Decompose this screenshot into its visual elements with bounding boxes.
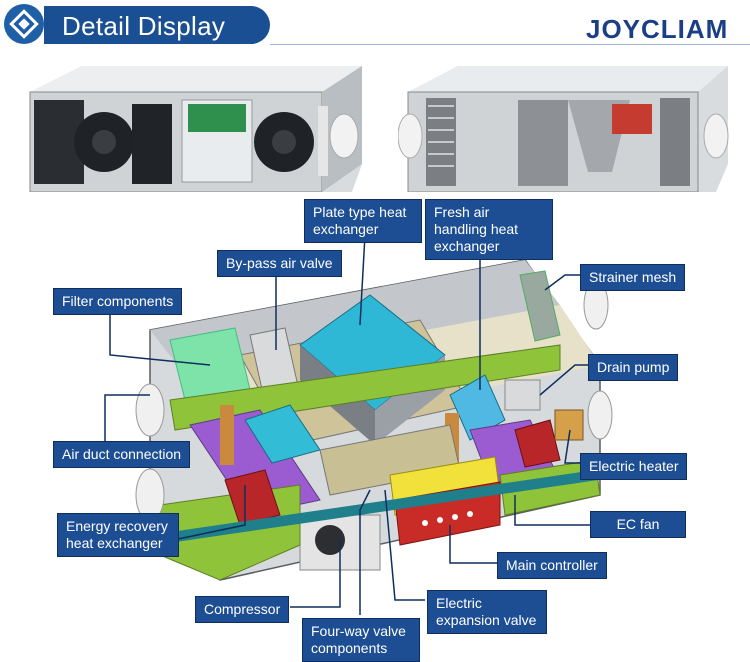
label-air-duct-connection: Air duct connection — [53, 441, 191, 468]
label-electric-expansion-valve: Electric expansion valve — [427, 590, 547, 634]
label-drain-pump: Drain pump — [588, 354, 679, 381]
label-strainer-mesh: Strainer mesh — [580, 264, 686, 291]
unit-photo-compressor-side — [22, 64, 362, 192]
label-plate-heat-exchanger: Plate type heat exchanger — [304, 199, 422, 243]
label-electric-heater: Electric heater — [580, 453, 688, 480]
brand-logo: JOYCLIAM — [586, 14, 729, 44]
label-energy-recovery-exchanger: Energy recovery heat exchanger — [57, 513, 179, 557]
diamond-logo-icon — [4, 4, 44, 44]
label-fresh-air-exchanger: Fresh air handling heat exchanger — [425, 199, 553, 260]
page-title: Detail Display — [62, 11, 226, 41]
unit-photo-exchanger-side — [398, 64, 738, 192]
label-main-controller: Main controller — [497, 552, 607, 579]
header-divider — [270, 44, 750, 45]
title-banner — [44, 6, 270, 44]
exploded-unit-diagram — [104, 234, 613, 615]
label-ec-fan: EC fan — [590, 511, 686, 538]
label-bypass-valve: By-pass air valve — [217, 250, 342, 277]
label-compressor: Compressor — [195, 596, 290, 623]
label-filter-components: Filter components — [53, 288, 183, 315]
header: Detail Display JOYCLIAM — [0, 0, 750, 50]
label-four-way-valve: Four-way valve components — [302, 618, 420, 662]
